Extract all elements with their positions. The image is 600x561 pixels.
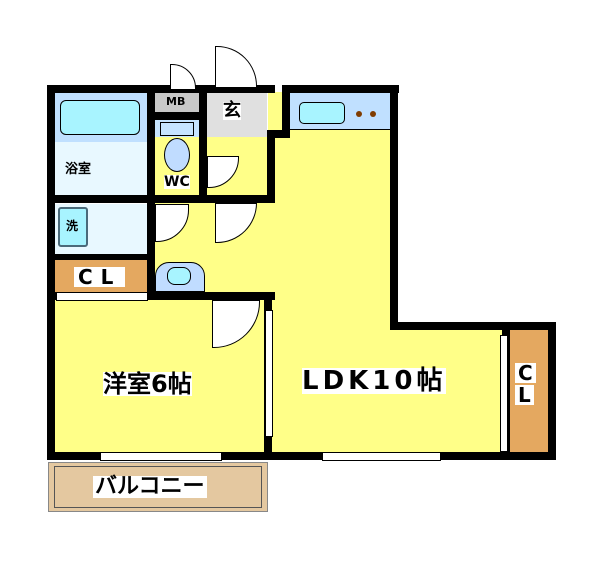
wall-north-west [47,85,275,93]
closet-door-east[interactable] [500,335,508,452]
mb-label: MB [166,95,186,108]
ldk-floor [268,92,398,452]
washing-machine-icon [58,207,88,247]
wall-mb-bottom [147,112,207,120]
wall-east-upper [390,85,398,330]
balcony-label: バルコニー [93,474,207,499]
kitchen-sink-icon [299,102,345,124]
wall-entrance-north-east [282,85,290,138]
stove-burner-icon [356,111,362,117]
closet-west-label: CL [74,267,126,287]
wall-east-step [390,322,555,330]
wall-west [47,85,55,460]
balcony-inner-line [54,466,262,508]
window-western-east [265,310,273,437]
toilet-tank-icon [160,122,194,136]
bath-label: 浴室 [65,162,92,177]
ldk-label: LDK10帖 [302,366,447,396]
wall-closet-south [47,292,275,300]
sink-basin-icon [167,267,191,285]
wall-wash-south [47,254,155,260]
window-ldk-south [322,452,441,461]
wall-toilet-entrance [199,85,207,198]
meter-box [155,92,199,112]
wall-entrance-step [267,130,290,138]
stove-burner-icon [370,111,376,117]
closet-door-west[interactable] [56,292,148,301]
bathtub-icon [60,100,140,135]
washroom-label: 洗 [66,219,79,233]
window-western-south [100,452,222,461]
entrance-label: 玄 [223,100,241,121]
wall-bath-south [47,195,275,203]
toilet-bowl-icon [164,138,190,172]
wall-south [47,452,556,460]
closet-east-label-bottom: L [515,385,534,405]
wall-entrance-east [267,130,275,200]
wc-label: WC [164,174,190,190]
wall-bath-toilet [147,85,155,300]
wall-north-east [282,85,399,93]
door-mb-exterior[interactable] [170,64,196,90]
wall-east-lower [548,322,556,460]
door-front-entrance[interactable] [215,46,257,88]
western-room-label: 洋室6帖 [103,370,192,398]
closet-east-label-top: C [515,363,536,383]
